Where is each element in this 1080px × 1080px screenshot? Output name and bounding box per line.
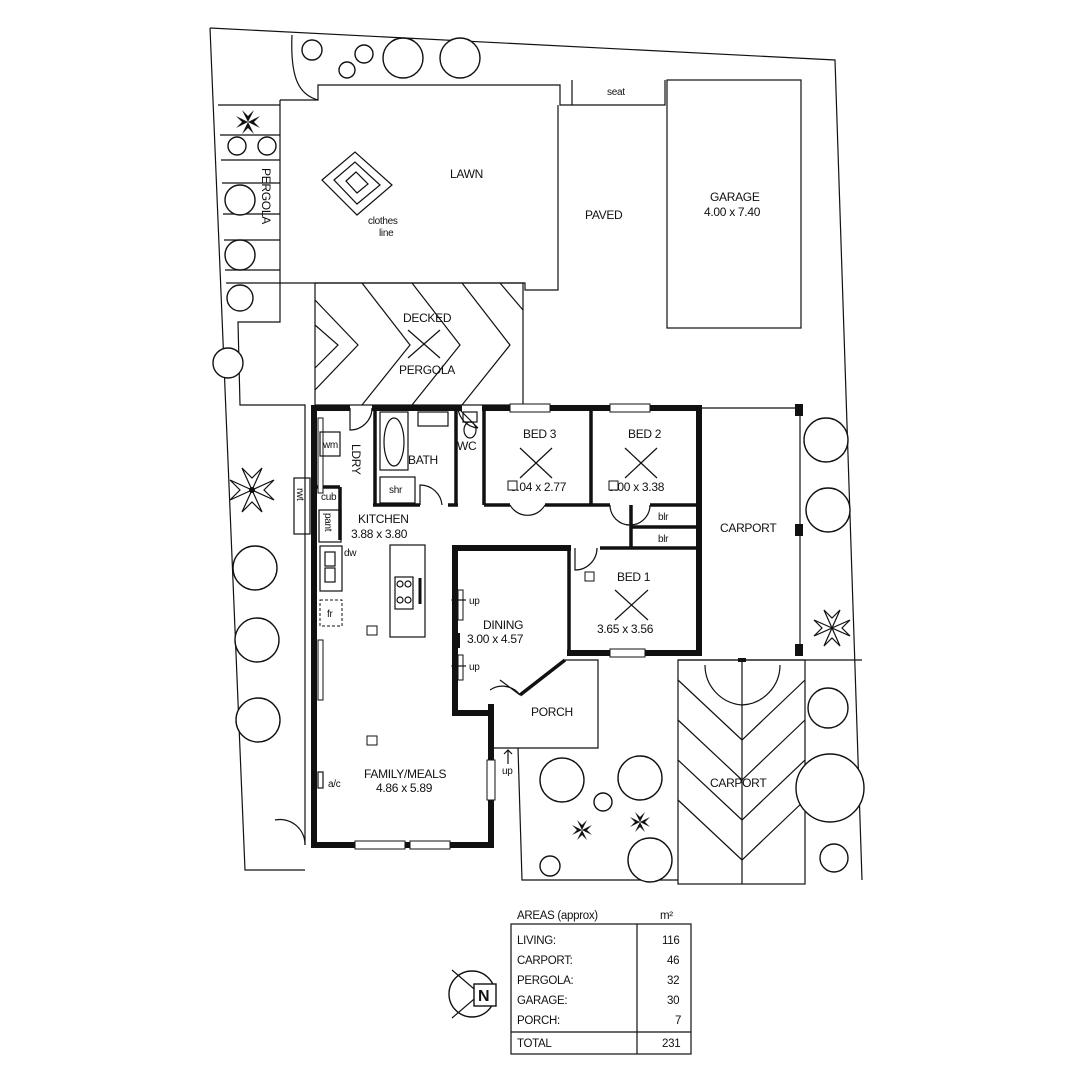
bed1-label: BED 1	[617, 570, 651, 584]
north-arrow-icon: N	[448, 969, 497, 1019]
sink-bench	[319, 545, 343, 592]
dining-dimensions: 3.00 x 4.57	[467, 632, 524, 646]
pergola-label: PERGOLA	[399, 363, 455, 377]
shr-label: shr	[389, 485, 403, 496]
bed2-label: BED 2	[628, 427, 662, 441]
bath-label: BATH	[408, 453, 438, 467]
north-letter: N	[478, 988, 489, 1005]
areas-rows: LIVING: 116 CARPORT: 46 PERGOLA: 32 GARA…	[517, 935, 681, 1050]
up-label-1: up	[469, 596, 480, 607]
area-row-value: 46	[667, 955, 679, 967]
garage-outline	[666, 79, 802, 329]
bed3-vent	[507, 480, 518, 491]
washing-machine	[319, 431, 341, 457]
side-pergola-label: PERGOLA	[259, 168, 273, 224]
family-label: FAMILY/MEALS	[364, 767, 447, 781]
kitchen-dimensions: 3.88 x 3.80	[351, 527, 408, 541]
bed1-dimensions: 3.65 x 3.56	[597, 622, 654, 636]
ldry-label: LDRY	[349, 444, 363, 475]
wm-label: wm	[322, 440, 338, 451]
up-label-2: up	[469, 662, 480, 673]
bed1-vent	[584, 571, 595, 582]
shower	[379, 476, 416, 504]
site-boundary	[209, 27, 863, 881]
family-vent	[366, 735, 378, 746]
kitchen-label: KITCHEN	[358, 512, 409, 526]
pantry	[318, 509, 342, 543]
step-up-arrow-2	[451, 661, 466, 671]
vanity	[417, 411, 449, 427]
area-row-value: 30	[667, 995, 679, 1007]
areas-table: AREAS (approx) m²	[510, 910, 692, 1055]
step-up-arrow-1	[451, 595, 466, 605]
wc-label: WC	[457, 439, 477, 453]
garden-bed-edge	[291, 34, 666, 106]
dw-label: dw	[344, 548, 357, 559]
area-total-value: 231	[662, 1038, 680, 1050]
doors	[274, 407, 651, 846]
bathtub	[379, 411, 409, 471]
garage-dimensions: 4.00 x 7.40	[704, 205, 761, 219]
lawn-label: LAWN	[450, 167, 483, 181]
area-row-label: LIVING:	[517, 935, 556, 947]
area-row-label: PORCH:	[517, 1015, 560, 1027]
family-dimensions: 4.86 x 5.89	[376, 781, 433, 795]
porch-outline	[494, 659, 599, 749]
cub-label: cub	[321, 492, 337, 503]
clothes-line-label-2: line	[379, 228, 394, 239]
porch-label: PORCH	[531, 705, 573, 719]
blr2-label: blr	[658, 534, 669, 545]
blr1-label: blr	[658, 512, 669, 523]
fr-label: fr	[327, 609, 333, 620]
bed2-fan-icon	[624, 447, 658, 479]
decked-label: DECKED	[403, 311, 452, 325]
area-total-label: TOTAL	[517, 1038, 552, 1050]
bed2-vent	[608, 480, 619, 491]
kitchen-vent	[366, 625, 378, 636]
palm-icons	[229, 110, 851, 840]
areas-header: AREAS (approx)	[517, 910, 598, 922]
areas-unit: m²	[660, 910, 673, 922]
pant-label: pant	[322, 513, 333, 532]
toilet	[463, 421, 477, 439]
carport-bottom	[677, 658, 806, 885]
bed3-dimensions: 3.04 x 2.77	[510, 480, 567, 494]
site-boundary-left	[209, 27, 305, 871]
area-row-label: CARPORT:	[517, 955, 573, 967]
carport-bottom-label: CARPORT	[710, 776, 767, 790]
ac-label: a/c	[328, 779, 341, 790]
bed1-fan-icon	[614, 589, 649, 621]
step-up-arrow-3	[503, 749, 513, 764]
front-garden-edge	[517, 747, 678, 881]
tree-icons	[212, 37, 865, 883]
up-label-3: up	[502, 766, 513, 777]
seat-label: seat	[607, 87, 625, 98]
air-conditioner	[317, 771, 324, 789]
area-row-value: 7	[675, 1015, 681, 1027]
dining-label: DINING	[483, 618, 523, 632]
carport-top-label: CARPORT	[720, 521, 777, 535]
ceiling-fan-icon	[407, 329, 441, 359]
lawn-edge	[279, 100, 559, 291]
bed3-label: BED 3	[523, 427, 557, 441]
rwt-label: rwt	[294, 488, 305, 501]
clothes-line-icon	[321, 151, 393, 216]
bed2-dimensions: 3.00 x 3.38	[608, 480, 665, 494]
area-row-value: 32	[667, 975, 679, 987]
rainwater-tank	[293, 477, 311, 535]
decked-pergola	[314, 282, 524, 406]
cooktop	[394, 576, 414, 610]
bed3-fan-icon	[519, 447, 553, 479]
garage-label: GARAGE	[710, 190, 760, 204]
clothes-line-label-1: clothes	[368, 216, 398, 227]
fridge	[319, 599, 343, 627]
paved-label: PAVED	[585, 208, 623, 222]
area-row-value: 116	[662, 935, 679, 947]
area-row-label: GARAGE:	[517, 995, 567, 1007]
area-row-label: PERGOLA:	[517, 975, 574, 987]
kitchen-island	[389, 544, 426, 638]
